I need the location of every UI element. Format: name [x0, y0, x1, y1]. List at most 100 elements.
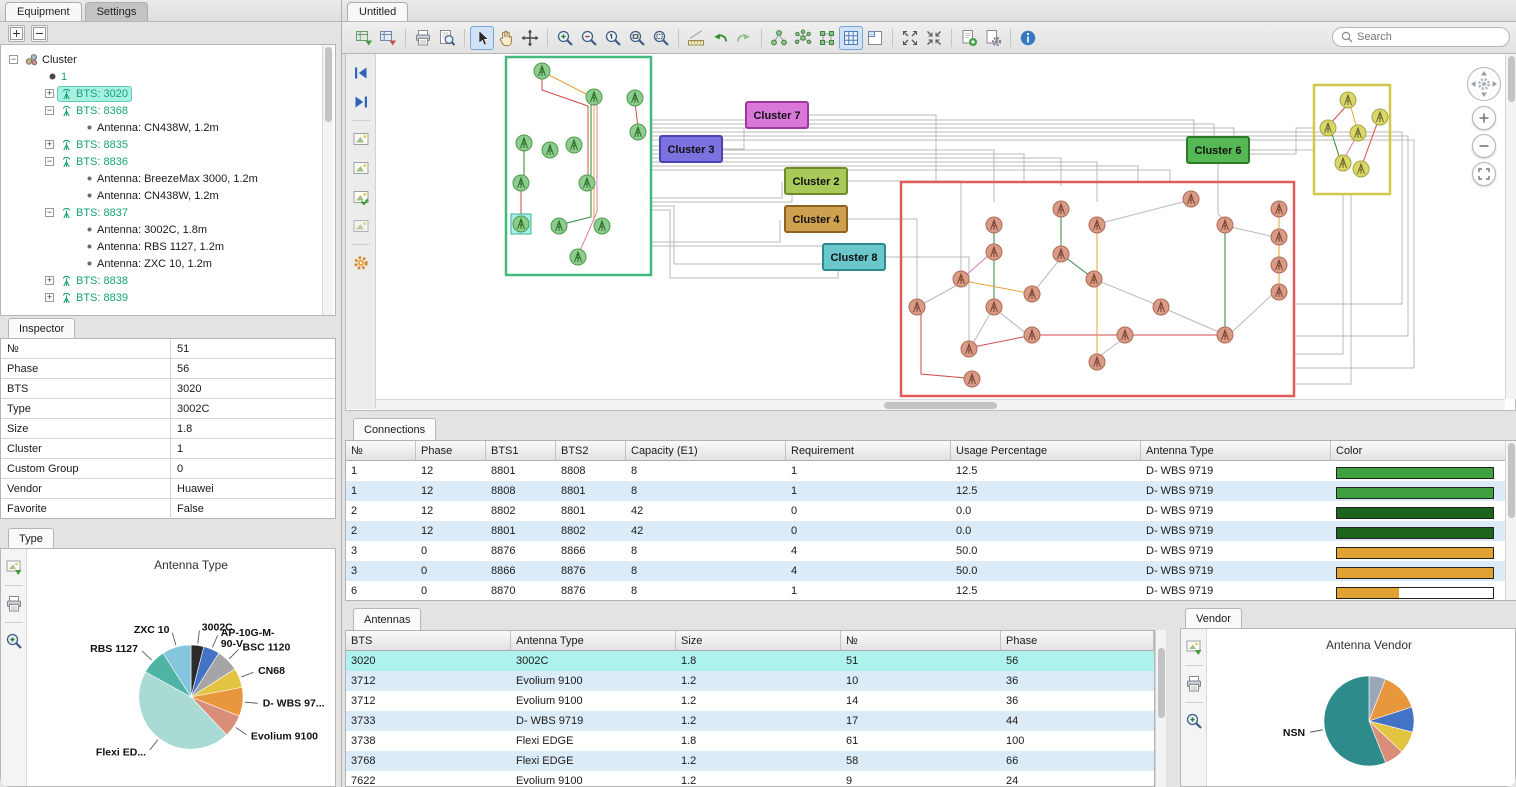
property-value[interactable]: 1 — [171, 443, 183, 455]
bts-node[interactable] — [513, 175, 529, 191]
bts-node[interactable] — [1271, 201, 1287, 217]
expand-toggle-icon[interactable]: + — [45, 89, 54, 98]
cluster-label[interactable]: Cluster 4 — [785, 206, 847, 232]
diagram-canvas[interactable]: Cluster 3Cluster 7Cluster 2Cluster 4Clus… — [345, 54, 1516, 411]
bts-node[interactable] — [1271, 284, 1287, 300]
tab-equipment[interactable]: Equipment — [5, 2, 82, 21]
expand-toggle-icon[interactable]: + — [45, 276, 54, 285]
bts-node[interactable] — [542, 142, 558, 158]
collapse-graph-button[interactable] — [922, 26, 946, 50]
select-tool-button[interactable] — [470, 26, 494, 50]
column-header[interactable]: № — [346, 441, 416, 461]
zoom-out-button[interactable] — [577, 26, 601, 50]
table-row[interactable]: 3712Evolium 91001.21436 — [346, 691, 1154, 711]
tree-item[interactable]: Antenna: 3002C, 1.8m — [1, 221, 335, 238]
vendor-chart-print-button[interactable] — [1183, 673, 1205, 695]
tree-item[interactable]: +BTS: 3020 — [1, 85, 335, 102]
tree-item[interactable]: Antenna: RBS 1127, 1.2m — [1, 238, 335, 255]
snapshot-1-button[interactable] — [350, 128, 372, 150]
property-value[interactable]: 3002C — [171, 403, 209, 415]
column-header[interactable]: BTS1 — [486, 441, 556, 461]
tab-settings[interactable]: Settings — [85, 2, 149, 21]
bts-node[interactable] — [511, 214, 531, 234]
tree-item[interactable]: −BTS: 8368 — [1, 102, 335, 119]
property-value[interactable]: 1.8 — [171, 423, 192, 435]
cluster-label[interactable]: Cluster 3 — [660, 136, 722, 162]
column-header[interactable]: Antenna Type — [1141, 441, 1331, 461]
redo-button[interactable] — [732, 26, 756, 50]
tree-scrollbar[interactable] — [322, 45, 333, 315]
undo-button[interactable] — [708, 26, 732, 50]
bts-node[interactable] — [953, 271, 969, 287]
canvas-hscroll-handle[interactable] — [884, 402, 997, 409]
tab-antennas[interactable]: Antennas — [353, 608, 421, 630]
canvas-zoom-in-button[interactable] — [1472, 106, 1496, 130]
bts-node[interactable] — [1089, 217, 1105, 233]
bts-node[interactable] — [1350, 125, 1366, 141]
tab-connections[interactable]: Connections — [353, 418, 436, 440]
layout-tree-button[interactable] — [767, 26, 791, 50]
bts-node[interactable] — [566, 137, 582, 153]
bts-node[interactable] — [909, 299, 925, 315]
overview-button[interactable] — [863, 26, 887, 50]
tree-item[interactable]: +BTS: 8839 — [1, 289, 335, 306]
table-row[interactable]: 3768Flexi EDGE1.25866 — [346, 751, 1154, 771]
export-image-button[interactable] — [352, 26, 376, 50]
tab-inspector[interactable]: Inspector — [8, 318, 75, 338]
bts-node[interactable] — [627, 90, 643, 106]
bts-node[interactable] — [630, 124, 646, 140]
canvas-vscroll-handle[interactable] — [1508, 56, 1515, 102]
bts-node[interactable] — [1320, 120, 1336, 136]
zoom-actual-button[interactable] — [601, 26, 625, 50]
table-row[interactable]: 60887088768112.5D- WBS 9719 — [346, 581, 1515, 601]
bts-node[interactable] — [1217, 327, 1233, 343]
export-model-button[interactable] — [376, 26, 400, 50]
layout-grid-button[interactable] — [815, 26, 839, 50]
collapse-toggle-icon[interactable]: − — [45, 106, 54, 115]
table-row[interactable]: 212880188024200.0D- WBS 9719 — [346, 521, 1515, 541]
bts-node[interactable] — [1024, 327, 1040, 343]
column-header[interactable]: Phase — [1001, 631, 1154, 651]
property-value[interactable]: 56 — [171, 363, 189, 375]
collapse-toggle-icon[interactable]: − — [9, 55, 18, 64]
bts-node[interactable] — [1372, 109, 1388, 125]
tab-type[interactable]: Type — [8, 528, 54, 548]
collapse-toggle-icon[interactable]: − — [45, 208, 54, 217]
column-header[interactable]: Usage Percentage — [951, 441, 1141, 461]
column-header[interactable]: BTS — [346, 631, 511, 651]
vendor-chart-zoom-button[interactable] — [1183, 710, 1205, 732]
bts-node[interactable] — [534, 63, 550, 79]
table-row[interactable]: 30886688768450.0D- WBS 9719 — [346, 561, 1515, 581]
property-value[interactable]: 3020 — [171, 383, 201, 395]
property-value[interactable]: 51 — [171, 343, 189, 355]
table-row[interactable]: 3733D- WBS 97191.21744 — [346, 711, 1154, 731]
canvas-vscrollbar[interactable] — [1505, 54, 1516, 399]
column-header[interactable]: Color — [1331, 441, 1506, 461]
bts-node[interactable] — [1271, 257, 1287, 273]
column-header[interactable]: Antenna Type — [511, 631, 676, 651]
expand-toggle-icon[interactable]: + — [45, 140, 54, 149]
table-row[interactable]: 112880188088112.5D- WBS 9719 — [346, 461, 1515, 481]
skip-back-button[interactable] — [350, 62, 372, 84]
collapse-all-button[interactable] — [31, 25, 48, 42]
bts-node[interactable] — [1353, 161, 1369, 177]
bts-node[interactable] — [1217, 217, 1233, 233]
bts-node[interactable] — [1183, 191, 1199, 207]
search-box[interactable] — [1332, 27, 1510, 47]
table-row[interactable]: 30887688668450.0D- WBS 9719 — [346, 541, 1515, 561]
bts-node[interactable] — [986, 244, 1002, 260]
type-chart-print-button[interactable] — [3, 593, 25, 615]
tree-item[interactable]: Antenna: BreezeMax 3000, 1.2m — [1, 170, 335, 187]
tree-item[interactable]: +BTS: 8838 — [1, 272, 335, 289]
tab-untitled[interactable]: Untitled — [347, 2, 408, 21]
bts-node[interactable] — [1335, 155, 1351, 171]
tree-item[interactable]: −Cluster — [1, 51, 335, 68]
bts-node[interactable] — [1053, 246, 1069, 262]
pan-tool-button[interactable] — [494, 26, 518, 50]
bts-node[interactable] — [1271, 229, 1287, 245]
expand-toggle-icon[interactable]: + — [45, 293, 54, 302]
cluster-label[interactable]: Cluster 8 — [823, 244, 885, 270]
vendor-chart-save-button[interactable] — [1183, 636, 1205, 658]
canvas-settings-button[interactable] — [350, 252, 372, 274]
snapshot-approved-button[interactable] — [350, 186, 372, 208]
